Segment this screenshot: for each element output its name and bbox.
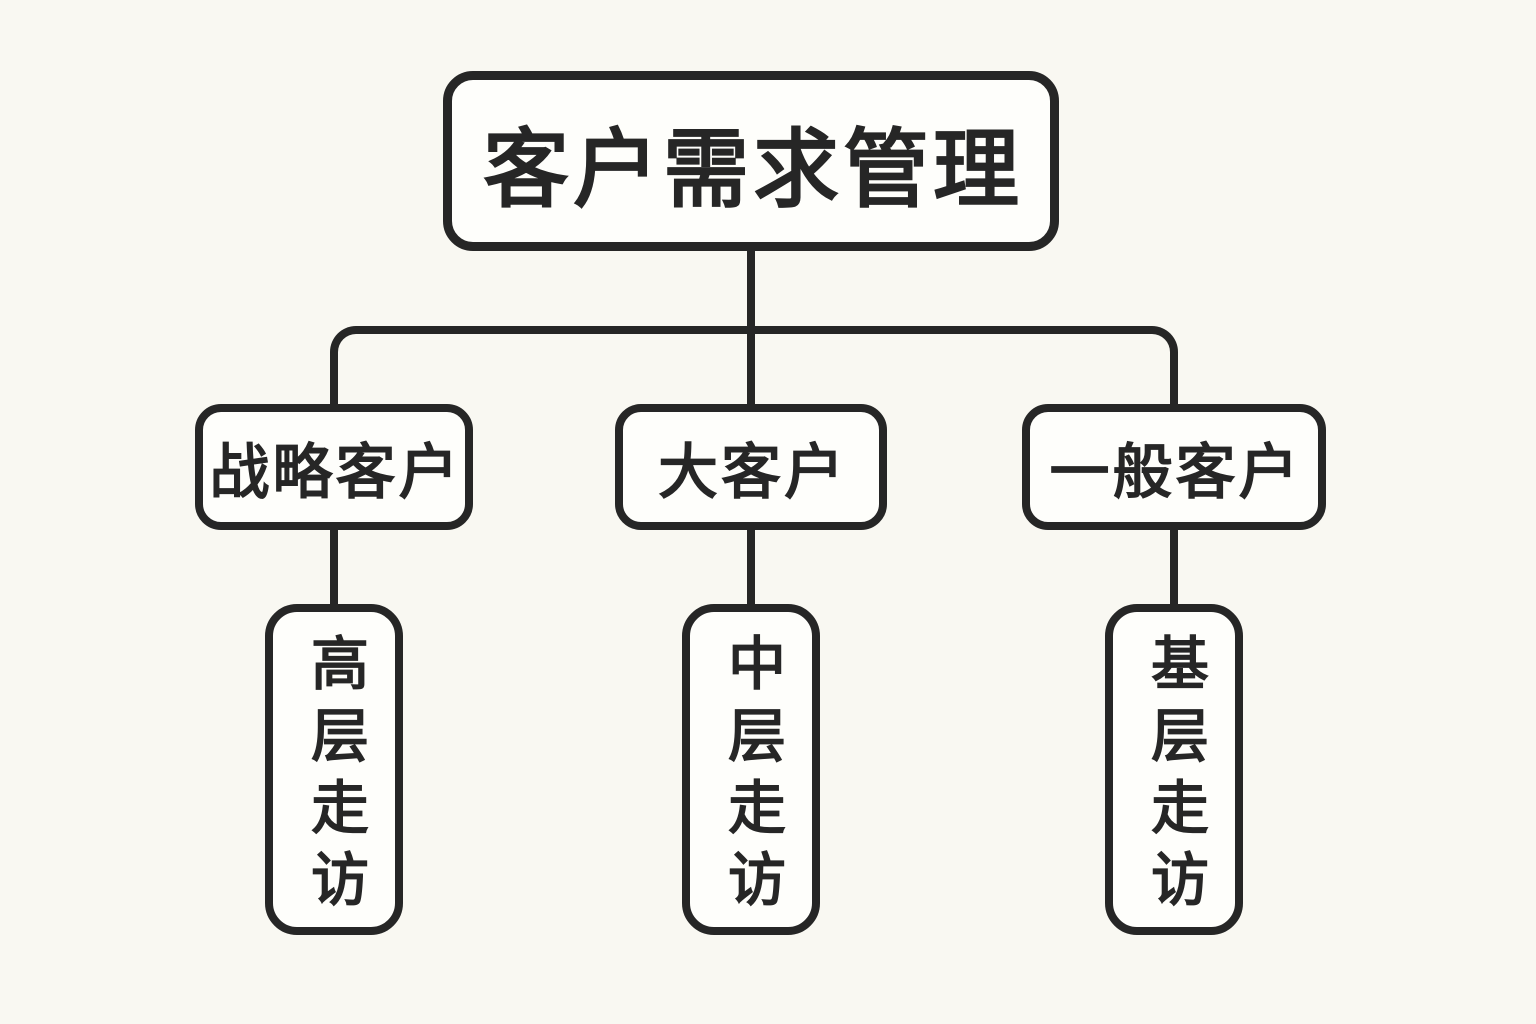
node-mid-level-visits-label: 中层走访 <box>719 632 784 921</box>
connector-trunk-to-key-accounts <box>747 330 755 408</box>
connector-strategic-to-senior-visits <box>330 526 338 608</box>
node-grassroots-level-visits-label: 基层走访 <box>1142 632 1207 921</box>
node-mid-level-visits: 中层走访 <box>682 604 820 935</box>
connector-key-accounts-to-mid-visits <box>747 526 755 608</box>
node-key-accounts: 大客户 <box>615 404 887 530</box>
node-strategic-customers-label: 战略客户 <box>209 438 462 506</box>
node-senior-level-visits: 高层走访 <box>265 604 403 935</box>
node-general-customers: 一般客户 <box>1022 404 1326 530</box>
node-grassroots-level-visits: 基层走访 <box>1105 604 1243 935</box>
node-general-customers-label: 一般客户 <box>1049 438 1302 506</box>
node-senior-level-visits-label: 高层走访 <box>302 632 367 921</box>
node-strategic-customers: 战略客户 <box>195 404 473 530</box>
connector-general-to-grassroots-visits <box>1170 526 1178 608</box>
root-node-label: 客户需求管理 <box>483 121 1023 218</box>
root-node-customer-demand-management: 客户需求管理 <box>443 71 1059 251</box>
connector-root-to-trunk <box>747 248 755 334</box>
node-key-accounts-label: 大客户 <box>658 438 847 506</box>
